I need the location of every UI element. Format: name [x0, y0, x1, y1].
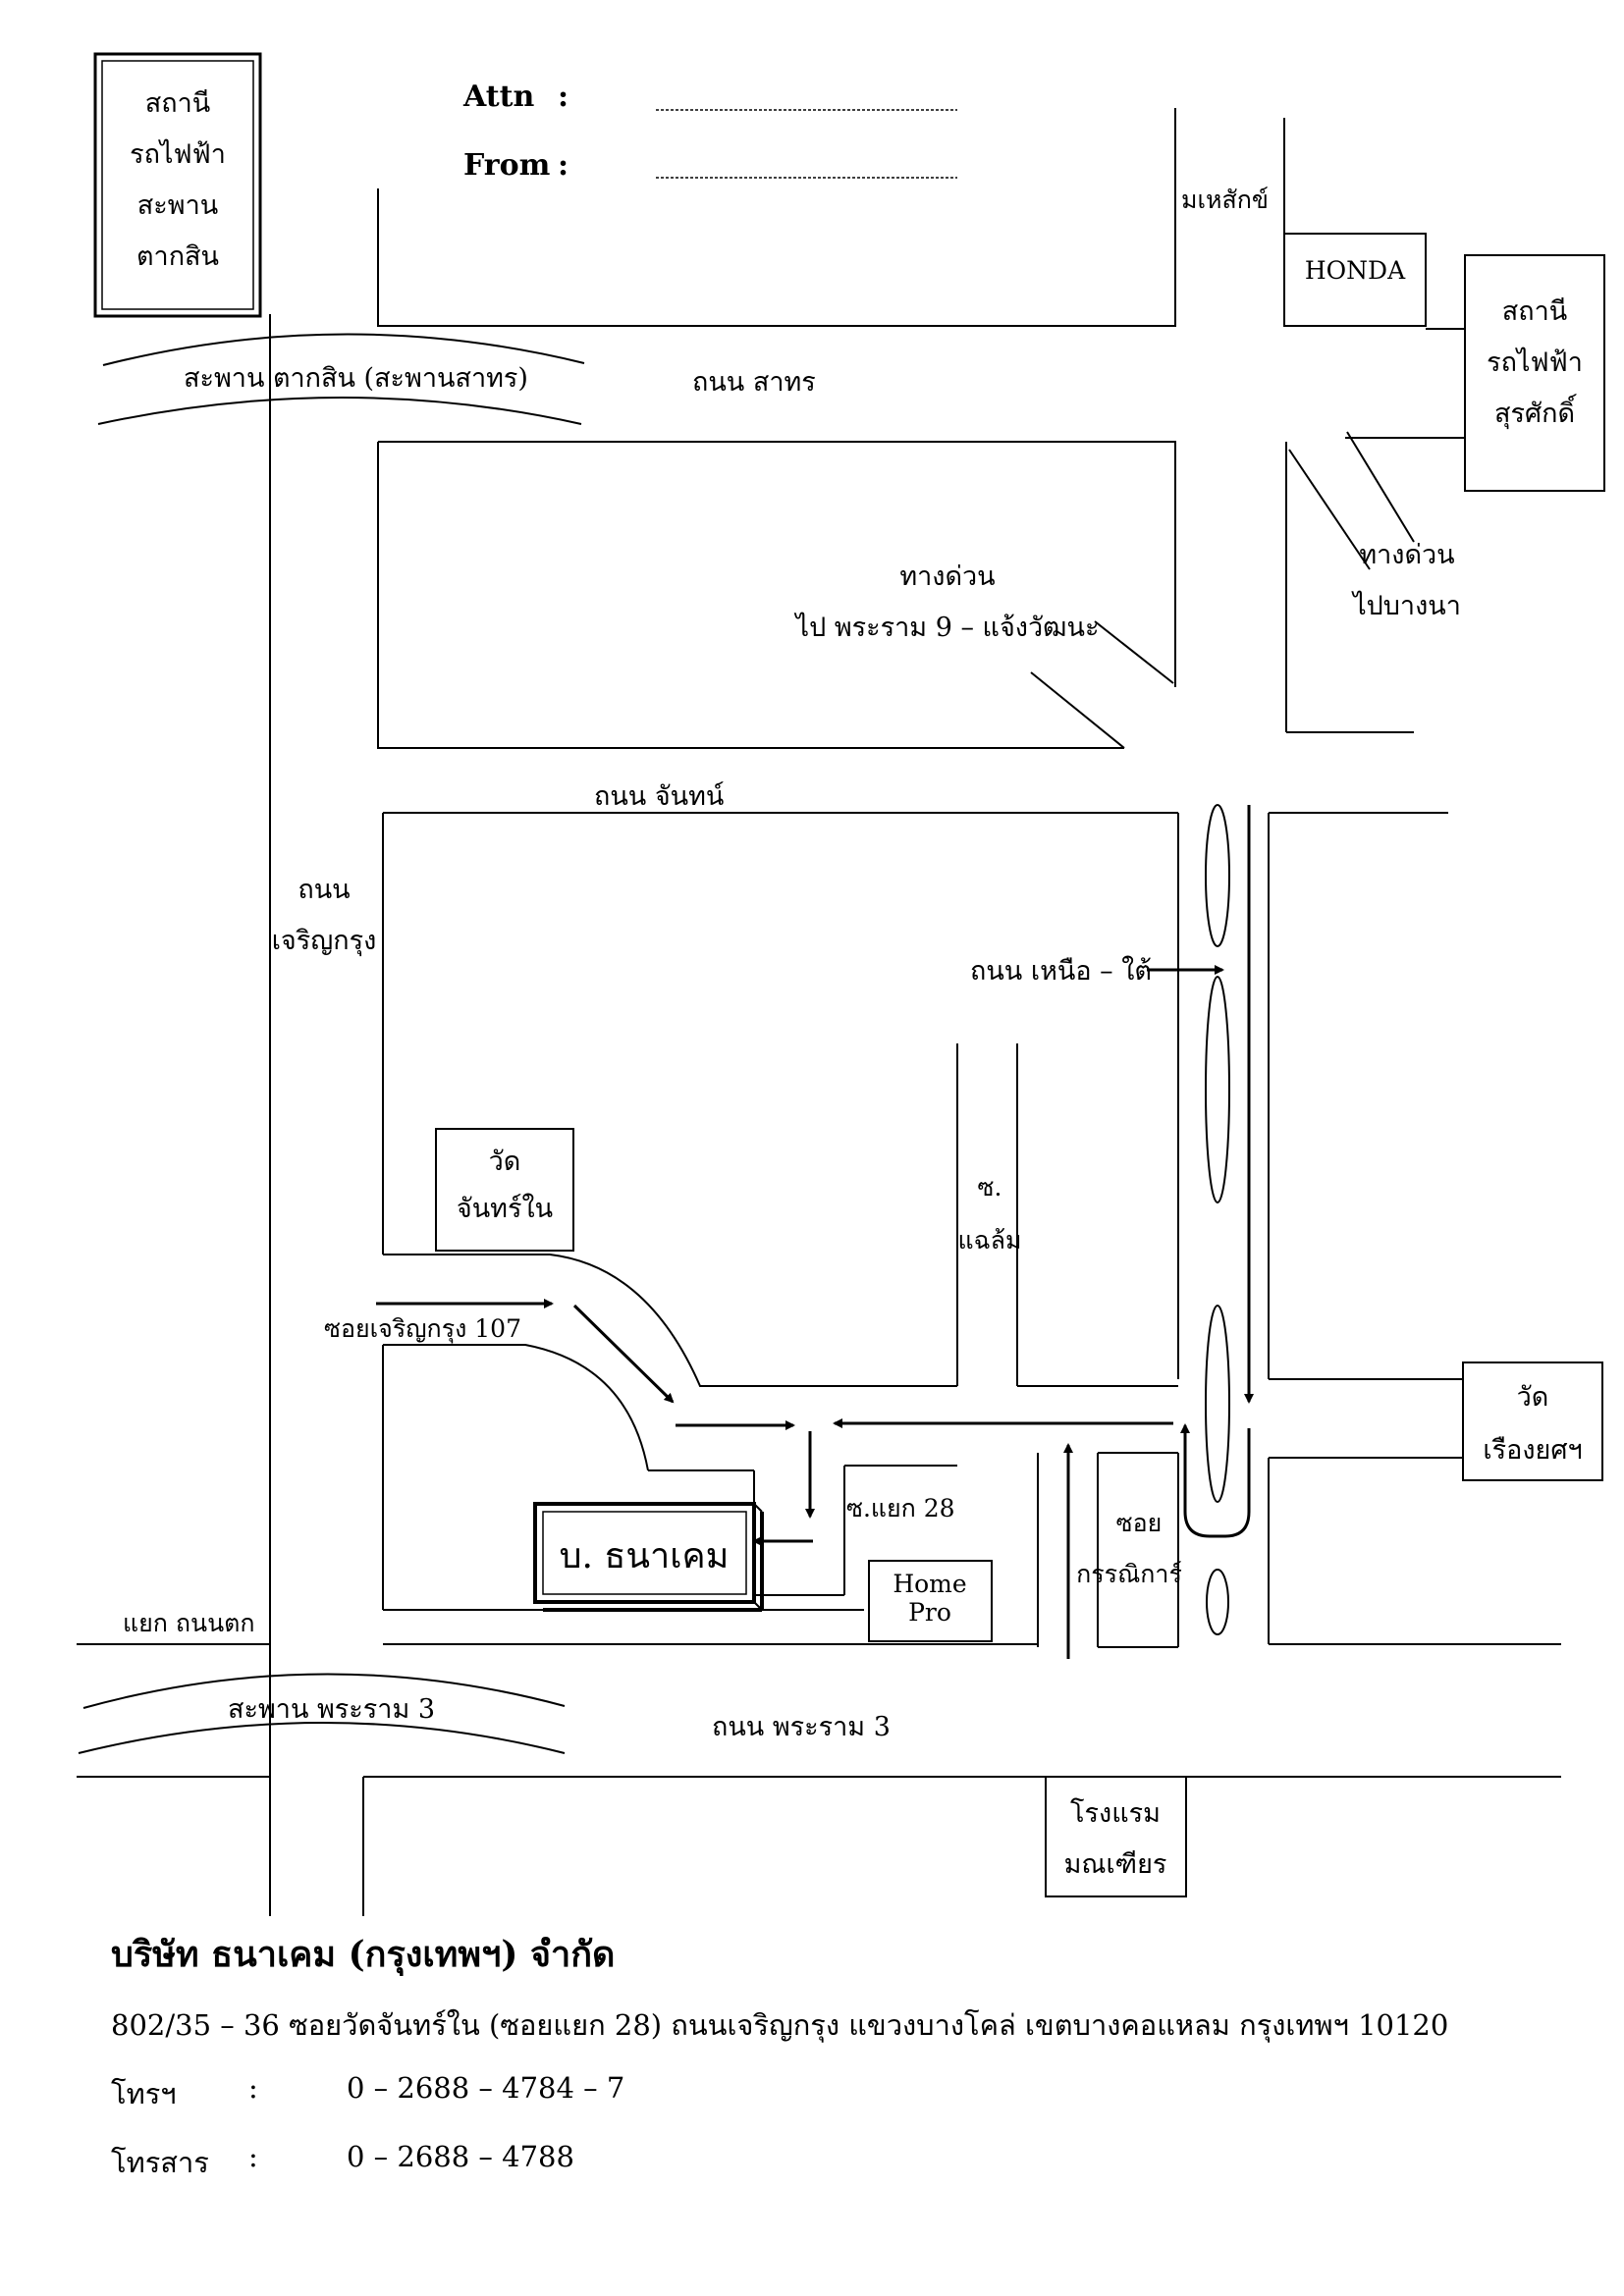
wat-ruang-box	[1462, 1362, 1603, 1481]
wat-chan-nai-line-1: วัด	[489, 1147, 521, 1177]
montien-line-1: โรงแรม	[1070, 1798, 1161, 1829]
wat-ruang-line-1: วัด	[1517, 1382, 1549, 1413]
attn-colon: :	[558, 80, 568, 114]
honda-label: HONDA	[1305, 256, 1406, 285]
rama3-bridge: สะพาน พระราม 3	[78, 1673, 566, 1754]
homepro-box	[868, 1560, 993, 1642]
soi-chaelam-line-1: ซ.	[978, 1173, 1002, 1201]
homepro-line-2: Pro	[908, 1598, 951, 1627]
taksin-station-line-2: รถไฟฟ้า	[130, 139, 226, 170]
montien-hotel-box	[1045, 1776, 1187, 1897]
median-4	[1206, 1569, 1229, 1635]
taksin-station-line-1: สถานี	[145, 88, 210, 119]
surasak-station-box: สถานี รถไฟฟ้า สุรศักดิ์	[1464, 254, 1605, 492]
surasak-line-1: สถานี	[1502, 296, 1567, 327]
fax-number[interactable]: 0 – 2688 – 4788	[347, 2140, 574, 2173]
taksin-station-line-4: ตากสิน	[136, 241, 219, 272]
rama3-road-label: ถนน พระราม 3	[712, 1712, 891, 1742]
route-arrow-2	[572, 1304, 675, 1404]
company-name: บริษัท ธนาเคม (กรุงเทพฯ) จำกัด	[111, 1934, 616, 1975]
expressway-bangna-line-2: ไปบางนา	[1351, 591, 1461, 621]
wat-ruang-line-2: เรืองยศฯ	[1483, 1435, 1582, 1466]
from-label: From	[463, 148, 551, 183]
taksin-bridge: สะพาน ตากสิน (สะพานสาทร)	[97, 333, 585, 425]
expressway-ramp-1	[1094, 620, 1174, 684]
wat-chan-nai-line-2: จันทร์ใน	[457, 1193, 553, 1224]
expressway-bangna-line-1: ทางด่วน	[1359, 540, 1454, 570]
soi-107-label: ซอยเจริญกรุง 107	[324, 1314, 521, 1344]
bangna-ramp-2	[1346, 431, 1415, 543]
taksin-station-box: สถานี รถไฟฟ้า สะพาน ตากสิน	[93, 52, 262, 318]
middle-block-left	[377, 442, 1124, 749]
taksin-bridge-label: สะพาน ตากสิน (สะพานสาทร)	[184, 363, 528, 394]
mahesak-label: มเหสักข์	[1181, 186, 1269, 214]
montien-line-2: มณเฑียร	[1064, 1849, 1167, 1880]
attn-label: Attn	[462, 80, 534, 114]
phone-label: โทรฯ	[111, 2077, 177, 2110]
homepro-line-1: Home	[893, 1570, 966, 1598]
expressway-rama9-line-2: ไป พระราม 9 – แจ้งวัฒนะ	[794, 613, 1100, 643]
soi-107-south-curve	[383, 1344, 649, 1471]
company-box: บ. ธนาเคม	[533, 1502, 764, 1612]
company-box-label: บ. ธนาเคม	[560, 1536, 730, 1576]
taksin-station-line-3: สะพาน	[137, 190, 218, 221]
u-turn-path	[1183, 1428, 1251, 1538]
tanontok-junction-label: แยก ถนนตก	[123, 1609, 255, 1637]
charoenkrung-line-1: ถนน	[298, 875, 350, 905]
soi-yaek-28-label: ซ.แยก 28	[846, 1494, 955, 1522]
chan-road-label: ถนน จันทน์	[594, 780, 725, 812]
charoenkrung-line-2: เจริญกรุง	[272, 926, 377, 957]
middle-block-top	[378, 441, 1176, 687]
soi-107-north-curve	[383, 1254, 957, 1387]
surasak-line-3: สุรศักดิ์	[1494, 394, 1578, 430]
company-address: 802/35 – 36 ซอยวัดจันทร์ใน (ซอยแยก 28) ถ…	[111, 2008, 1449, 2042]
median-3	[1205, 1305, 1230, 1503]
median-1	[1205, 804, 1230, 947]
soi-kannikar-line-1: ซอย	[1116, 1509, 1163, 1537]
from-colon: :	[558, 148, 568, 183]
median-2	[1205, 976, 1230, 1203]
expressway-ramp-2	[1030, 671, 1125, 749]
soi-kannikar-line-2: กรรณิการ์	[1076, 1560, 1182, 1588]
wat-chan-nai-box	[435, 1128, 574, 1252]
sathorn-road-label: ถนน สาทร	[692, 367, 816, 398]
north-south-road-label: ถนน เหนือ – ใต้	[970, 955, 1152, 987]
fax-colon: :	[248, 2140, 258, 2173]
rama3-bridge-label: สะพาน พระราม 3	[228, 1694, 435, 1725]
phone-colon: :	[248, 2071, 258, 2105]
fax-label: โทรสาร	[111, 2146, 209, 2179]
bangna-ramp-1	[1288, 449, 1371, 570]
phone-number[interactable]: 0 – 2688 – 4784 – 7	[347, 2071, 625, 2105]
sathorn-north-block	[377, 108, 1176, 327]
expressway-rama9-line-1: ทางด่วน	[899, 561, 995, 592]
surasak-line-2: รถไฟฟ้า	[1487, 347, 1583, 378]
soi-chaelam-line-2: แฉล้ม	[958, 1226, 1022, 1255]
honda-box	[1283, 233, 1427, 327]
fax-header: Attn : From :	[462, 80, 957, 183]
